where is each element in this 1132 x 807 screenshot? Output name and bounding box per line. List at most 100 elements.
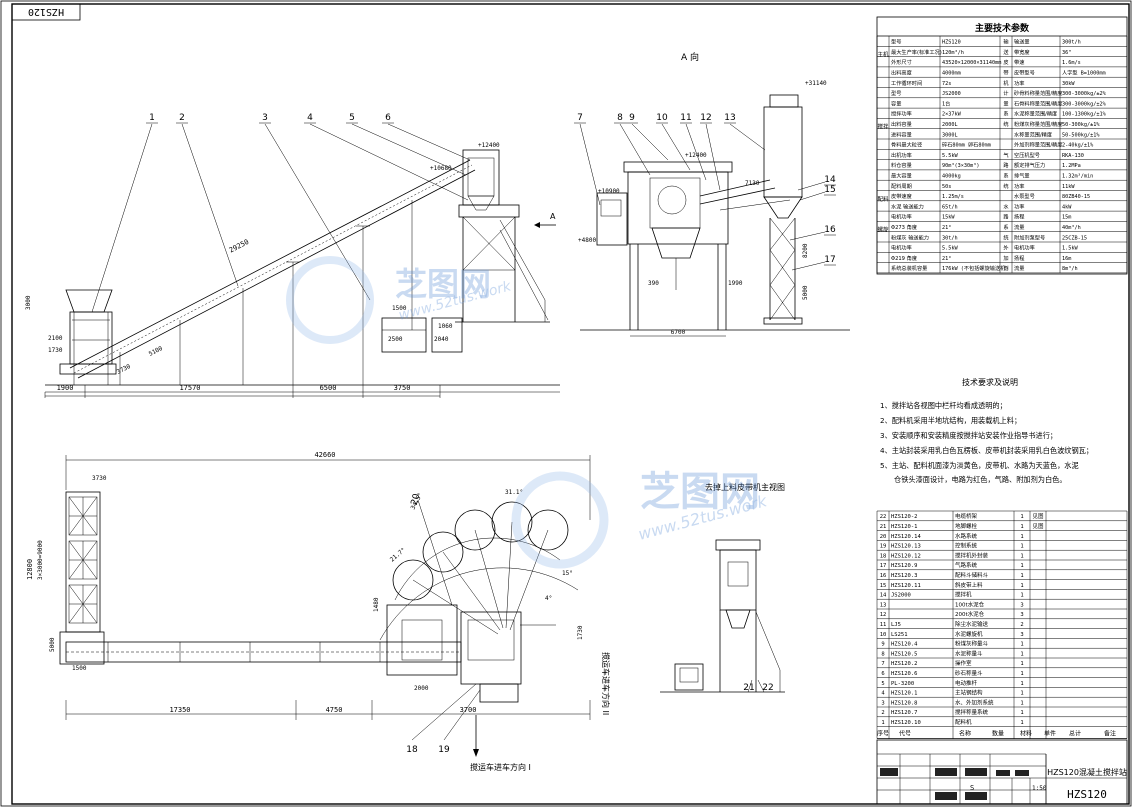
bom-name: 地脚螺栓	[955, 522, 978, 530]
dim-3730: 3730	[116, 363, 132, 376]
bom-name: 100t水泥仓	[955, 600, 985, 608]
param-name: 水泥 输送能力	[891, 202, 924, 210]
bom-qty: 1	[1020, 524, 1023, 530]
title-project: HZS120混凝土搅拌站	[1047, 767, 1127, 777]
param-value-2: 50-500kg/±1%	[1062, 132, 1100, 138]
param-group: 带	[1003, 70, 1008, 77]
dim-5100: 5100	[148, 345, 164, 358]
param-group: 剂	[1003, 264, 1008, 272]
param-name-2: 皮带型号	[1014, 69, 1035, 77]
param-value-2: 1.5kW	[1062, 246, 1078, 252]
param-value: 2×37kW	[942, 112, 962, 118]
bom-code: HZS120.5	[891, 651, 918, 657]
bom-index: 9	[881, 642, 884, 648]
bom-name: 粉煤灰称量斗	[955, 640, 989, 648]
dim-1060: 1060	[438, 323, 453, 330]
param-value: 176kW (不包括螺旋输送机)	[942, 264, 1009, 272]
param-group-label: 主机	[877, 51, 889, 59]
param-name-2: 水泥称量范围/精度	[1014, 110, 1057, 118]
dim-6500: 6500	[320, 384, 337, 392]
watermark-logo-icon	[286, 256, 374, 344]
dim-1500-plan: 1500	[72, 665, 87, 672]
dim-6700: 6700	[671, 329, 686, 336]
dim-5000-plan: 5000	[49, 637, 56, 652]
plan-view: 42660	[26, 451, 611, 772]
param-value: 21°	[942, 225, 951, 231]
angle-4: 4°	[545, 595, 552, 602]
bom-name: 电缆桥架	[955, 512, 978, 520]
bom-name: 电动推杆	[955, 679, 978, 687]
elev-4800: +4800	[578, 237, 596, 244]
param-group: 外	[1003, 244, 1008, 252]
param-value-2: 25CZB-15	[1062, 235, 1087, 241]
bom-index: 18	[880, 553, 887, 559]
param-group: 统	[1003, 120, 1008, 128]
main-plant-tower	[455, 149, 550, 323]
bom-qty: 2	[1020, 622, 1023, 628]
bom-qty: 1	[1020, 593, 1023, 599]
param-group-label: 螺旋	[877, 226, 889, 234]
a-view: A 向	[578, 51, 850, 337]
elev-10680: +10680	[430, 165, 452, 172]
callout-1: 1	[149, 113, 155, 123]
param-group-label: 配料	[877, 195, 889, 203]
bom-code: HZS120.11	[891, 583, 921, 589]
param-value: 72s	[942, 81, 951, 87]
title-block: S 1:50 HZS120混凝土搅拌站 HZS120	[876, 739, 1128, 805]
callout-22: 22	[762, 683, 773, 693]
callout-14: 14	[824, 175, 836, 185]
dim-3730-plan: 3730	[92, 475, 107, 482]
bom-name: 除尘水泥输送	[955, 620, 989, 628]
param-value: 30t/h	[942, 235, 958, 241]
param-value-2: 2-40kg/±1%	[1062, 143, 1094, 149]
param-name-2: 输送量	[1014, 38, 1030, 46]
param-name-2: 外加剂称量范围/精度	[1014, 141, 1062, 149]
callout-5: 5	[349, 113, 355, 123]
bom-qty: 3	[1020, 602, 1023, 608]
param-value-2: 8m³/h	[1062, 266, 1078, 272]
bom-name: 水、外加剂系统	[955, 698, 994, 706]
bom-name: 搅拌机	[955, 591, 972, 599]
bom-qty: 1	[1020, 651, 1023, 657]
callout-16: 16	[824, 225, 836, 235]
param-value: 15kW	[942, 215, 955, 221]
param-value-2: 300-3000kg/±2%	[1062, 91, 1107, 97]
bom-qty: 1	[1020, 563, 1023, 569]
bom-qty: 1	[1020, 671, 1023, 677]
dim-1730-plan: 1730	[577, 625, 584, 640]
param-group: 气	[1003, 151, 1008, 159]
param-group: 统	[1003, 233, 1008, 241]
bom-qty: 1	[1020, 544, 1023, 550]
bom-index: 19	[880, 544, 887, 550]
watermark-2: 芝图网 www.52tus.work	[511, 469, 769, 569]
param-value-2: 1.2MPa	[1062, 163, 1081, 169]
param-value: 43520×12000×31140mm	[942, 60, 1001, 66]
bom-name: 配料斗储料斗	[955, 571, 989, 579]
param-name: 容量	[891, 99, 901, 107]
bom-qty: 1	[1020, 700, 1023, 706]
main-view-without-belt: 去掉上料皮带机主视图	[660, 482, 785, 693]
param-value: 1.25m/s	[942, 194, 964, 200]
param-name: 搅拌功率	[891, 110, 912, 118]
callout-18: 18	[406, 745, 418, 755]
callout-10: 10	[656, 113, 668, 123]
